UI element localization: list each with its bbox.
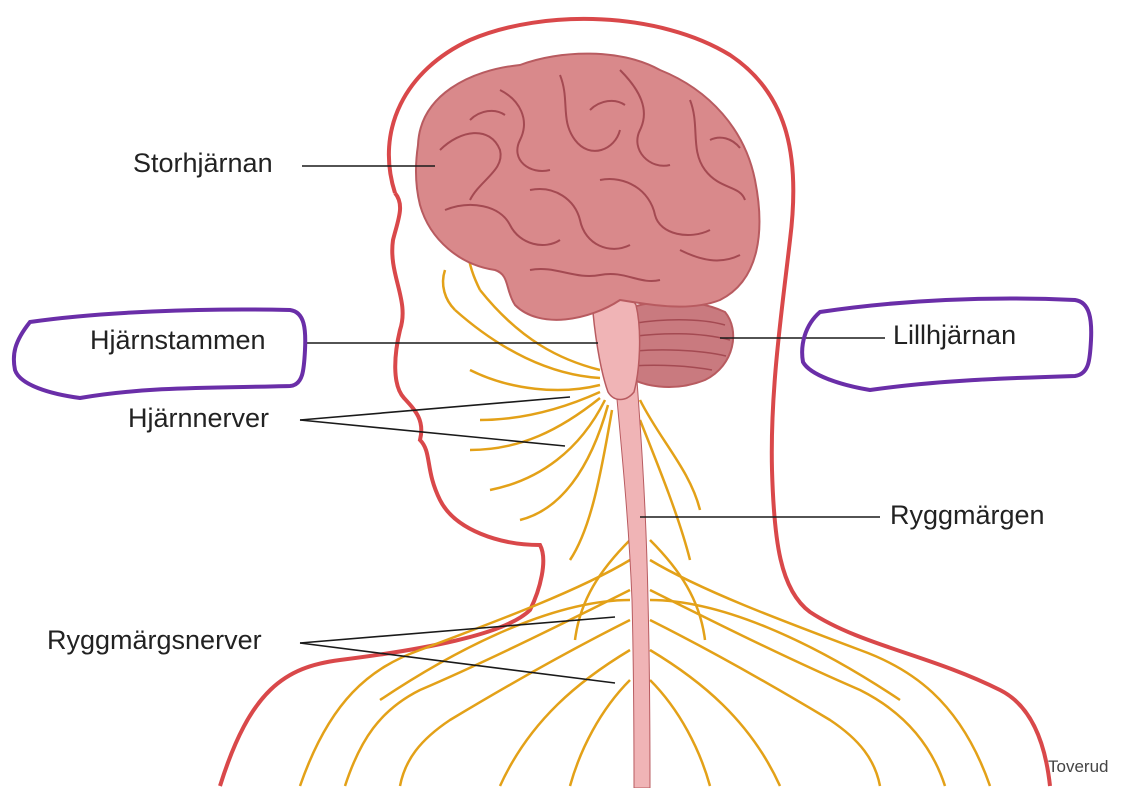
cerebrum-shape (416, 54, 759, 320)
credit-text: Toverud (1048, 757, 1108, 777)
label-spinal-nerves: Ryggmärgsnerver (47, 627, 262, 654)
label-cranial-nerves: Hjärnnerver (128, 405, 269, 432)
label-cerebrum: Storhjärnan (133, 150, 273, 177)
label-brainstem: Hjärnstammen (90, 327, 266, 354)
label-cerebellum: Lillhjärnan (893, 322, 1016, 349)
label-spinal-cord: Ryggmärgen (890, 502, 1045, 529)
